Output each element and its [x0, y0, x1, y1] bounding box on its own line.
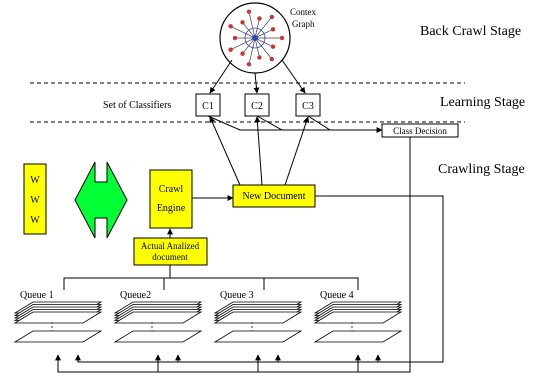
stage-label-crawling: Crawling Stage [438, 162, 525, 177]
queue-3: Queue 3 [213, 290, 303, 343]
queue-sheet [213, 311, 303, 324]
queue-4: Queue 4 [313, 290, 403, 343]
classifier-c2: C2 [244, 93, 270, 117]
arrow-doc-c1 [209, 116, 241, 186]
queue-sheet [13, 311, 103, 324]
queue-sheet-bottom [313, 330, 403, 343]
queue-2: Queue2 [113, 290, 203, 343]
graph-node [270, 44, 276, 49]
arrow-graph-c1 [209, 59, 233, 94]
queue-sheet-bottom [13, 330, 103, 343]
queue-sheet-bottom [213, 330, 303, 343]
ellipsis-dot [251, 322, 253, 324]
graph-node [228, 47, 233, 52]
graph-node [246, 9, 252, 14]
graph-node [240, 20, 245, 25]
new-document-label: New Document [242, 191, 305, 202]
crawl-engine-label-1: Crawl [159, 184, 184, 195]
arrow-doc-c2 [254, 116, 263, 186]
graph-node [279, 35, 285, 41]
classifier-c3: C3 [295, 93, 321, 117]
context-graph [219, 2, 291, 74]
crawl-engine-label-2: Engine [157, 203, 186, 214]
arrow-newdoc-queue1 [75, 195, 444, 363]
queue-sheet [113, 311, 203, 324]
www-letter-3: W [30, 215, 40, 226]
arrow-c2-decision [256, 115, 283, 131]
graph-node [269, 14, 275, 20]
graph-node [232, 35, 238, 41]
www-box: W W W [23, 163, 47, 235]
ellipsis-dot [51, 322, 53, 324]
queue-1-label: Queue 1 [20, 290, 54, 301]
stage-label-learning: Learning Stage [440, 95, 525, 110]
class-decision-label: Class Decision [393, 126, 447, 136]
collector-bar [63, 277, 359, 290]
ellipsis-dot [151, 326, 153, 328]
graph-center-node [252, 35, 258, 41]
queue-1-stack [13, 301, 103, 343]
arrow-graph-c3 [281, 59, 306, 94]
actual-document-label-1: Actual Analized [141, 241, 200, 251]
queue-sheet-bottom [113, 330, 203, 343]
classifier-c1-label: C1 [202, 101, 214, 112]
arrow-decision-queue1 [55, 137, 411, 373]
queue-3-stack [213, 301, 303, 343]
ellipsis-dot [51, 326, 53, 328]
queue-2-stack [113, 301, 203, 343]
classifier-c1: C1 [195, 93, 221, 117]
ellipsis-dot [151, 322, 153, 324]
stage-label-back-crawl: Back Crawl Stage [420, 24, 521, 39]
queue-sheet [313, 311, 403, 324]
graph-node [257, 55, 262, 60]
arrow-graph-c2 [253, 72, 260, 94]
class-decision-box: Class Decision [381, 123, 459, 138]
queue-1: Queue 1 [13, 290, 103, 343]
graph-node [240, 51, 245, 56]
graph-node [270, 27, 276, 32]
www-letter-2: W [30, 195, 40, 206]
context-graph-label-2: Graph [292, 19, 315, 29]
new-document-box: New Document [232, 184, 316, 208]
arrow-doc-c3 [284, 116, 310, 186]
classifier-c2-label: C2 [251, 101, 263, 112]
ellipsis-dot [351, 322, 353, 324]
classifiers-label: Set of Classifiers [103, 100, 171, 111]
queue-2-label: Queue2 [120, 290, 151, 301]
graph-node [246, 62, 252, 67]
graph-node [269, 56, 275, 62]
double-arrow-icon [74, 161, 128, 239]
context-graph-label-1: Contex [290, 7, 316, 17]
classifier-c3-label: C3 [302, 101, 314, 112]
queue-4-label: Queue 4 [320, 290, 354, 301]
www-letter-1: W [30, 175, 40, 186]
arrow-c3-decision [307, 115, 331, 131]
graph-node [257, 16, 262, 21]
ellipsis-dot [251, 326, 253, 328]
actual-document-label-2: document [152, 252, 188, 262]
queue-3-label: Queue 3 [220, 290, 254, 301]
graph-node [228, 24, 233, 29]
arrow-c1-decision [207, 115, 383, 133]
queue-4-stack [313, 301, 403, 343]
ellipsis-dot [351, 326, 353, 328]
crawl-engine-box: Crawl Engine [149, 169, 193, 229]
actual-document-box: Actual Analized document [133, 237, 208, 266]
